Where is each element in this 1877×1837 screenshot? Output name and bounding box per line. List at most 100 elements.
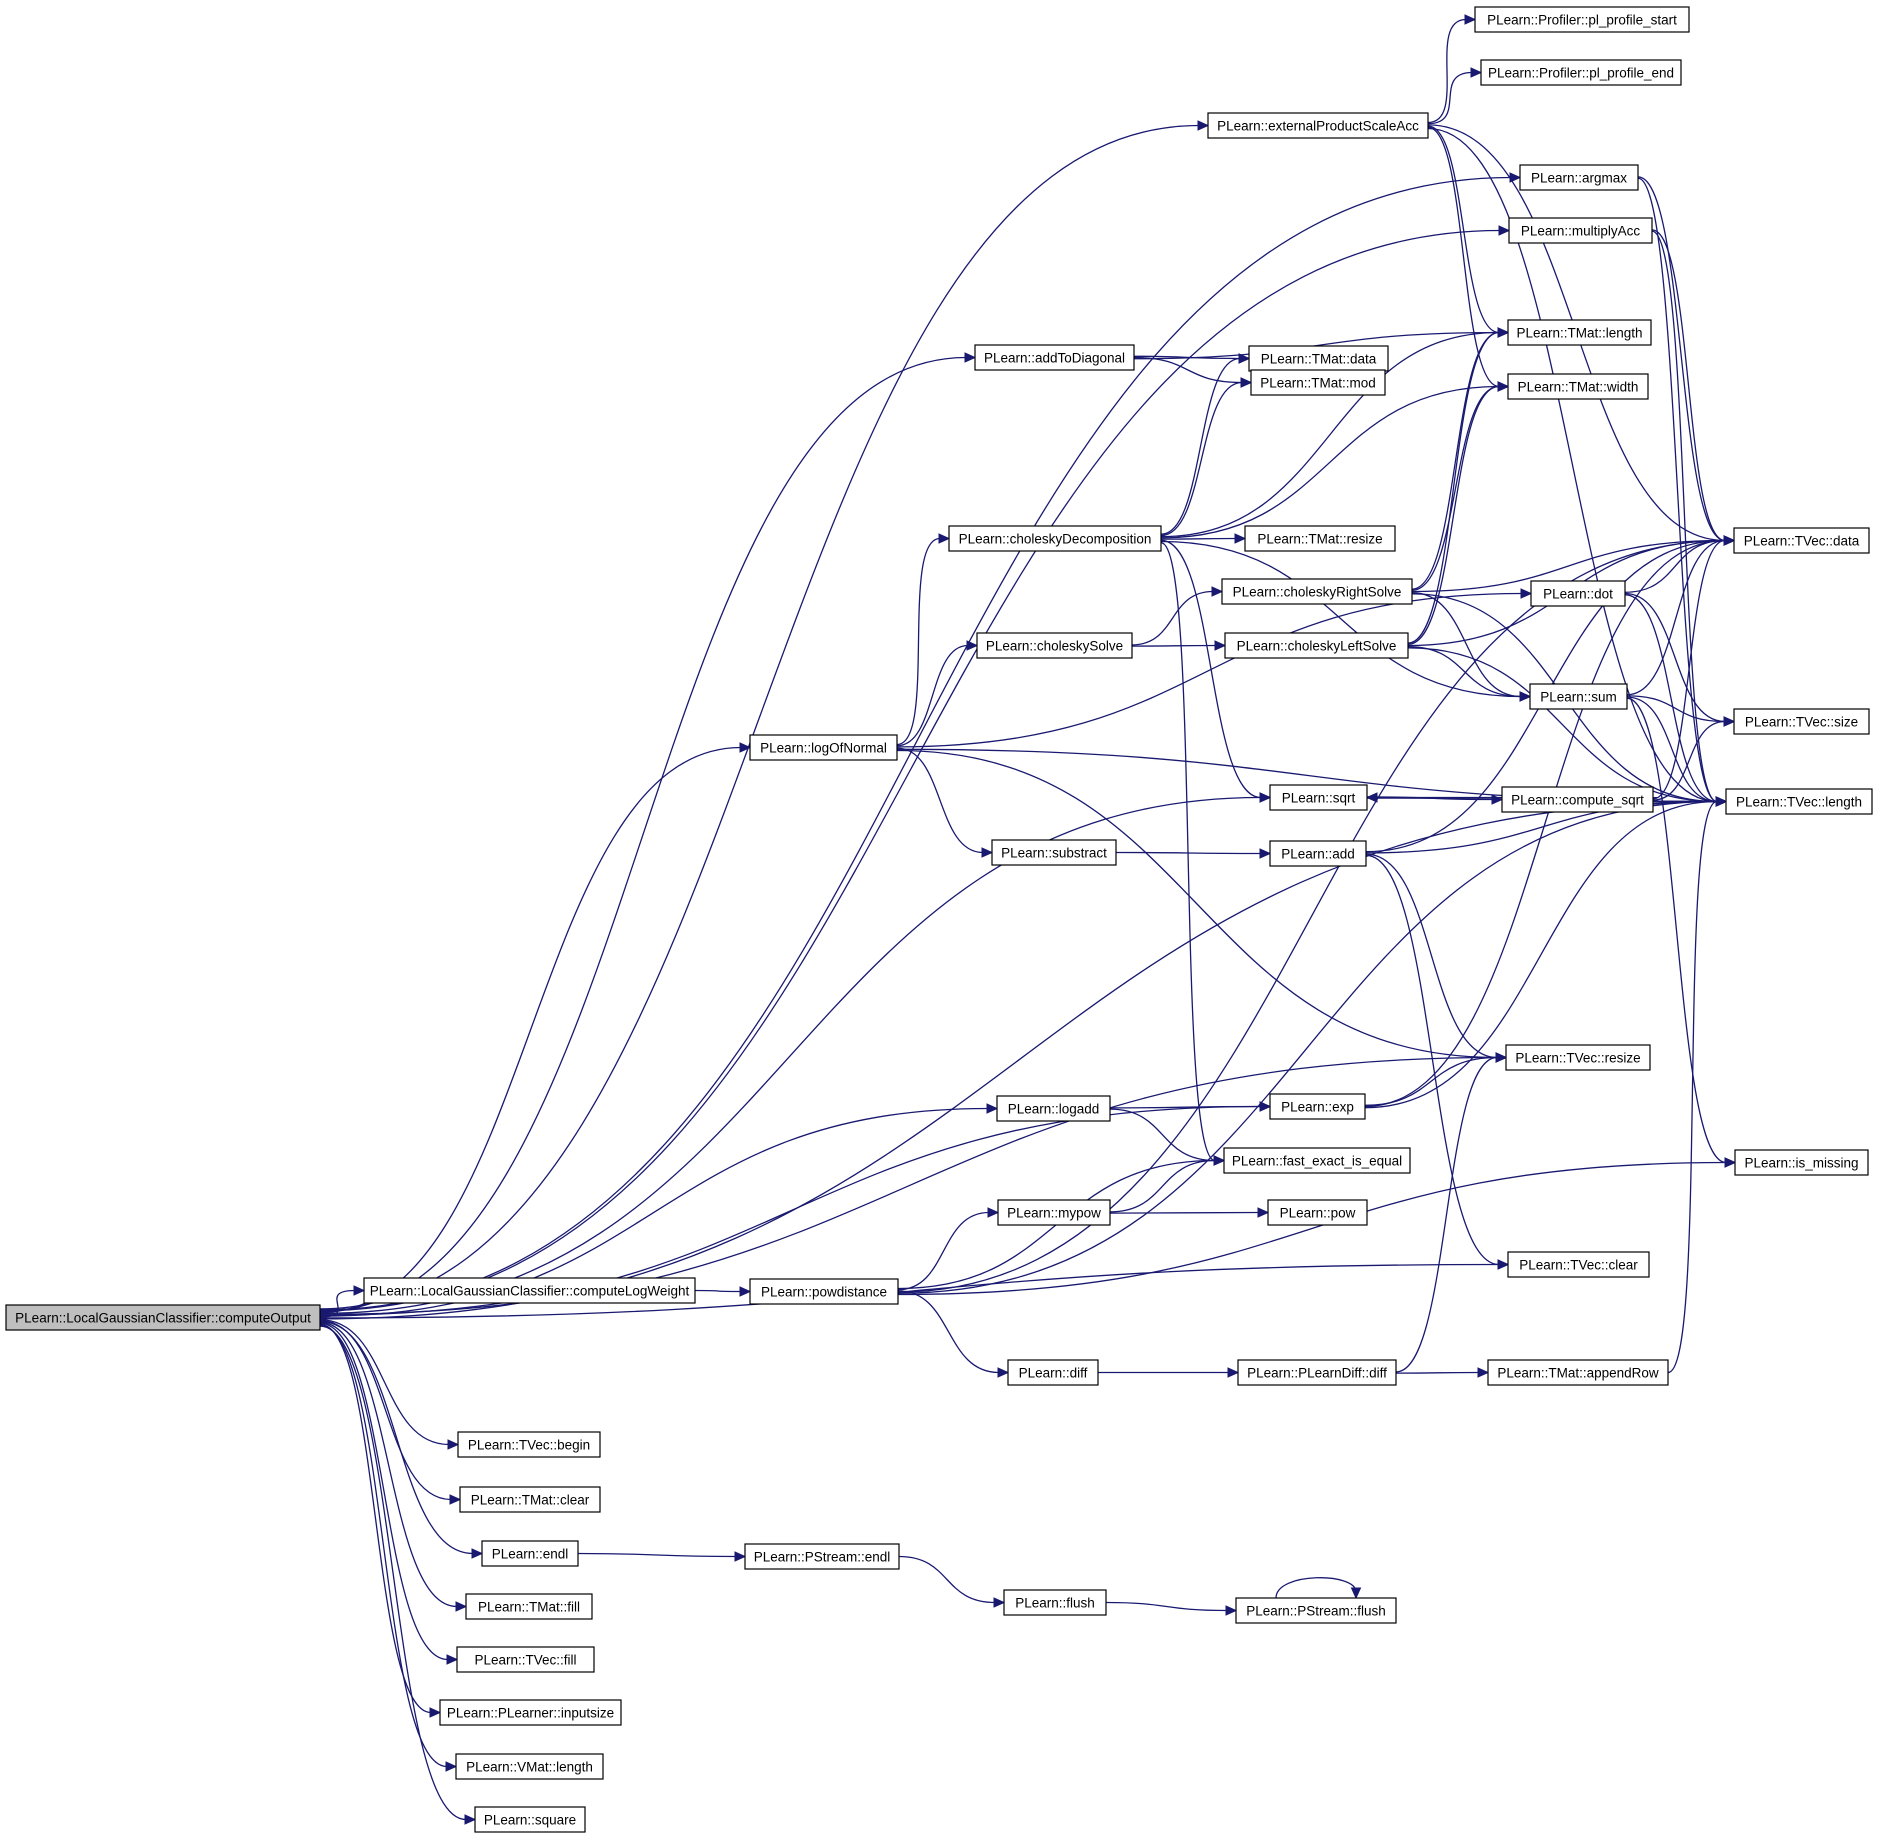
node-tmat-data[interactable]: PLearn::TMat::data <box>1248 345 1389 372</box>
node-label: PLearn::logOfNormal <box>760 741 887 756</box>
node-prof-end[interactable]: PLearn::Profiler::pl_profile_end <box>1480 59 1682 86</box>
node-box <box>976 632 1133 659</box>
edge-line <box>1160 540 1522 698</box>
arrowhead <box>1257 1207 1270 1218</box>
node-add[interactable]: PLearn::add <box>1269 840 1367 867</box>
edge-compute-output-to-log-of-normal <box>319 742 752 1314</box>
node-sum[interactable]: PLearn::sum <box>1529 683 1628 710</box>
edge-line <box>1407 646 1522 698</box>
edge-line <box>896 592 1523 748</box>
node-box <box>1244 525 1396 552</box>
edge-line <box>896 749 1498 1059</box>
edge-powdistance-to-mypow <box>897 1207 1000 1291</box>
edge-log-of-normal-to-substract <box>896 747 994 858</box>
node-tmat-clear[interactable]: PLearn::TMat::clear <box>459 1486 601 1513</box>
node-label: PLearn::argmax <box>1531 171 1627 186</box>
node-chol-right[interactable]: PLearn::choleskyRightSolve <box>1221 578 1413 605</box>
arrowhead <box>1234 533 1247 544</box>
node-fast-eq[interactable]: PLearn::fast_exact_is_equal <box>1223 1147 1411 1174</box>
node-pstream-flush[interactable]: PLearn::PStream::flush <box>1235 1597 1397 1624</box>
node-compute-log-weight[interactable]: PLearn::LocalGaussianClassifier::compute… <box>363 1277 696 1304</box>
arrowhead <box>1497 1259 1510 1270</box>
node-endl[interactable]: PLearn::endl <box>481 1540 579 1567</box>
node-box <box>1507 1251 1650 1278</box>
edge-compute-output-to-endl <box>319 1320 484 1559</box>
node-is-missing[interactable]: PLearn::is_missing <box>1734 1149 1869 1176</box>
node-dot[interactable]: PLearn::dot <box>1530 580 1626 607</box>
node-chol-solve[interactable]: PLearn::choleskySolve <box>976 632 1133 659</box>
node-box <box>1003 1589 1107 1616</box>
node-tvec-begin[interactable]: PLearn::TVec::begin <box>457 1431 601 1458</box>
arrowhead <box>1259 848 1272 859</box>
arrowhead <box>1365 792 1378 803</box>
node-diff[interactable]: PLearn::diff <box>1007 1359 1099 1386</box>
node-logadd[interactable]: PLearn::logadd <box>996 1095 1111 1122</box>
edge-powdistance-to-is-missing <box>897 1157 1737 1296</box>
node-box <box>996 1095 1111 1122</box>
edge-line <box>1109 1108 1216 1162</box>
node-box <box>1519 164 1639 191</box>
edge-line <box>1427 18 1467 124</box>
node-compute-sqrt[interactable]: PLearn::compute_sqrt <box>1501 786 1654 813</box>
node-label: PLearn::TMat::clear <box>471 1493 590 1508</box>
node-label: PLearn::add <box>1281 847 1355 862</box>
node-box <box>1480 59 1682 86</box>
node-flush[interactable]: PLearn::flush <box>1003 1589 1107 1616</box>
edge-line <box>319 1325 467 1821</box>
edge-compute-output-to-sqrt <box>319 792 1272 1315</box>
node-compute-output[interactable]: PLearn::LocalGaussianClassifier::compute… <box>5 1304 321 1331</box>
node-mypow[interactable]: PLearn::mypow <box>997 1199 1111 1226</box>
node-tmat-resize[interactable]: PLearn::TMat::resize <box>1244 525 1396 552</box>
node-argmax[interactable]: PLearn::argmax <box>1519 164 1639 191</box>
node-label: PLearn::choleskyDecomposition <box>959 532 1152 547</box>
node-log-of-normal[interactable]: PLearn::logOfNormal <box>749 734 898 761</box>
edge-line <box>1365 800 1718 854</box>
node-box <box>457 1431 601 1458</box>
node-sqrt[interactable]: PLearn::sqrt <box>1269 784 1368 811</box>
edge-sum-to-tvec-size <box>1626 695 1736 727</box>
node-pow[interactable]: PLearn::pow <box>1267 1199 1368 1226</box>
node-tvec-fill[interactable]: PLearn::TVec::fill <box>456 1646 595 1673</box>
node-ext-prod[interactable]: PLearn::externalProductScaleAcc <box>1207 112 1429 139</box>
edge-line <box>319 746 742 1314</box>
node-tmat-mod[interactable]: PLearn::TMat::mod <box>1250 369 1386 396</box>
node-vmat-length[interactable]: PLearn::VMat::length <box>455 1753 604 1780</box>
edge-line <box>319 1322 449 1661</box>
arrowhead <box>1238 353 1251 364</box>
node-add-diag[interactable]: PLearn::addToDiagonal <box>974 344 1135 371</box>
arrowhead <box>1259 792 1272 803</box>
node-tvec-data[interactable]: PLearn::TVec::data <box>1733 527 1870 554</box>
node-tmat-width[interactable]: PLearn::TMat::width <box>1507 373 1649 400</box>
node-tvec-size[interactable]: PLearn::TVec::size <box>1733 708 1870 735</box>
edge-add-to-tvec-resize <box>1365 853 1508 1063</box>
edge-exp-to-tvec-data <box>1364 535 1736 1108</box>
node-mult-acc[interactable]: PLearn::multiplyAcc <box>1508 217 1653 244</box>
arrowhead <box>1495 1052 1508 1063</box>
node-chol-left[interactable]: PLearn::choleskyLeftSolve <box>1224 632 1409 659</box>
node-label: PLearn::TVec::length <box>1736 795 1862 810</box>
node-tvec-length[interactable]: PLearn::TVec::length <box>1725 788 1873 815</box>
edge-line <box>1395 1371 1480 1374</box>
node-plearn-diff[interactable]: PLearn::PLearnDiff::diff <box>1237 1359 1397 1386</box>
node-append-row[interactable]: PLearn::TMat::appendRow <box>1487 1359 1669 1386</box>
node-label: PLearn::LocalGaussianClassifier::compute… <box>15 1311 311 1326</box>
edge-sqrt-to-compute-sqrt <box>1366 794 1504 805</box>
node-inputsize[interactable]: PLearn::PLearner::inputsize <box>439 1699 622 1726</box>
node-label: PLearn::diff <box>1019 1366 1088 1381</box>
node-exp[interactable]: PLearn::exp <box>1269 1093 1366 1120</box>
edge-chol-decomp-to-tmat-resize <box>1160 533 1247 544</box>
node-substract[interactable]: PLearn::substract <box>991 839 1117 866</box>
arrowhead <box>471 1548 484 1559</box>
node-tmat-fill[interactable]: PLearn::TMat::fill <box>465 1593 593 1620</box>
node-tmat-length[interactable]: PLearn::TMat::length <box>1507 319 1652 346</box>
node-tvec-clear[interactable]: PLearn::TVec::clear <box>1507 1251 1650 1278</box>
edge-chol-decomp-to-tmat-data <box>1160 353 1251 535</box>
node-powdistance[interactable]: PLearn::powdistance <box>749 1278 899 1305</box>
arrowhead <box>981 847 994 858</box>
node-tvec-resize[interactable]: PLearn::TVec::resize <box>1505 1044 1651 1071</box>
node-square[interactable]: PLearn::square <box>474 1806 586 1833</box>
node-pstream-endl[interactable]: PLearn::PStream::endl <box>744 1543 900 1570</box>
arrowhead <box>1723 716 1736 727</box>
node-prof-start[interactable]: PLearn::Profiler::pl_profile_start <box>1474 6 1690 33</box>
node-chol-decomp[interactable]: PLearn::choleskyDecomposition <box>948 525 1162 552</box>
